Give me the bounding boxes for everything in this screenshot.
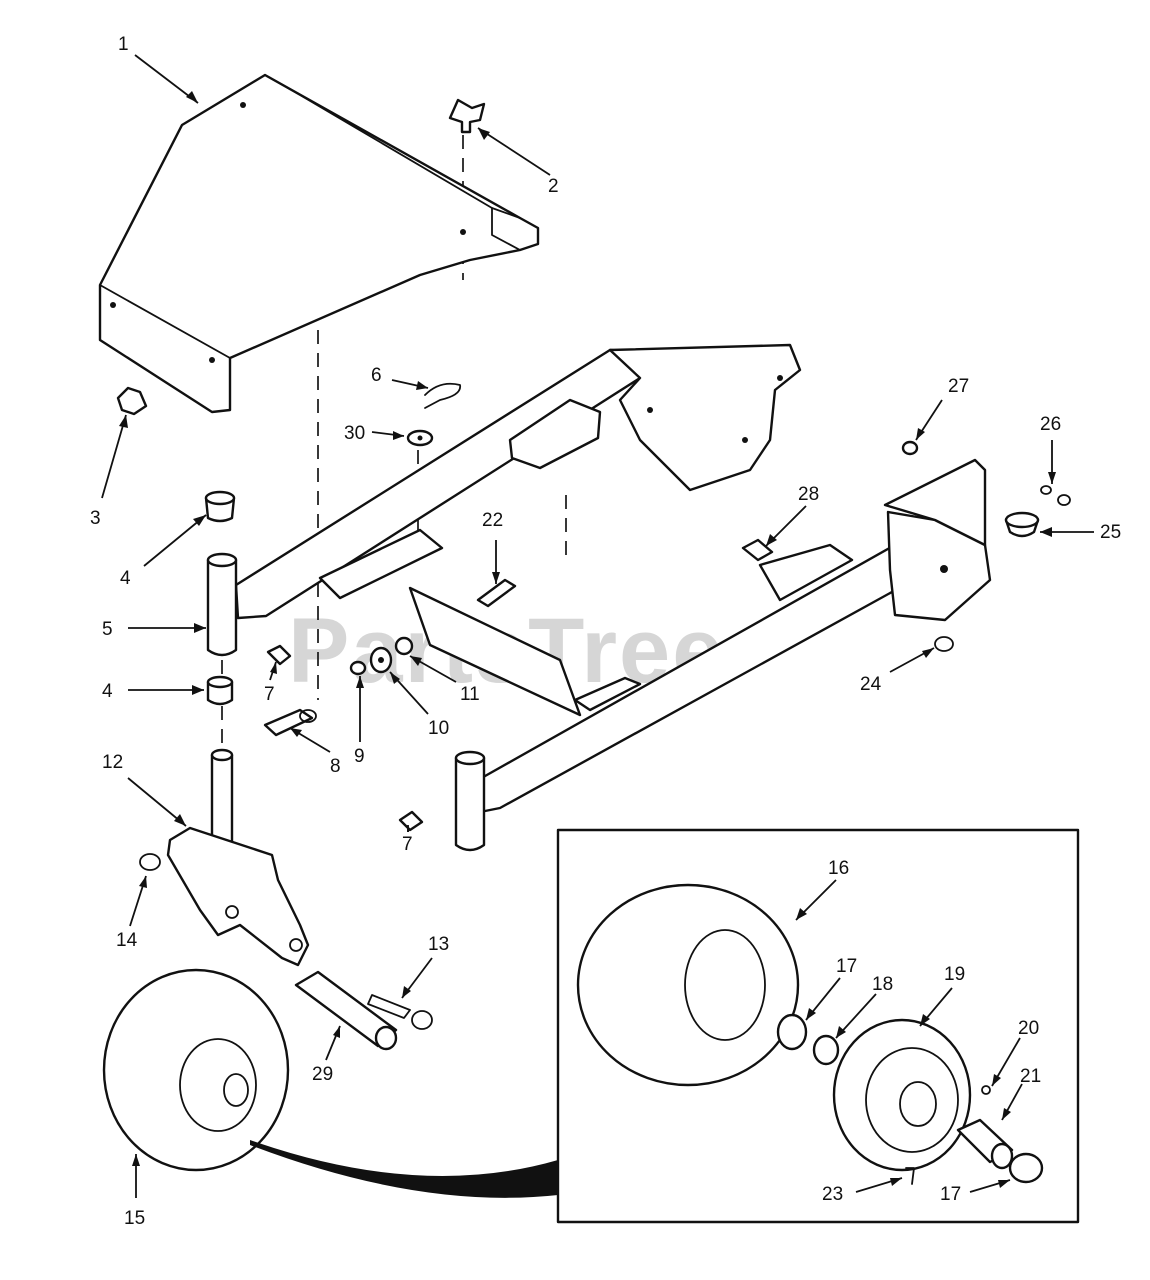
callout-27: 27	[948, 376, 969, 397]
callout-26: 26	[1040, 414, 1061, 435]
callout-5: 5	[102, 619, 113, 640]
small-hardware	[139, 382, 1071, 1030]
callout-16: 16	[828, 858, 849, 879]
caster-wheel	[102, 968, 290, 1172]
callout-12: 12	[102, 752, 123, 773]
callout-numbers: 1 2 3 4 5 4 6 30 7 8 9 10 11 7 22 27 26 …	[90, 34, 1121, 1229]
callout-18: 18	[872, 974, 893, 995]
wheel-detail-inset	[250, 828, 1080, 1224]
spindle-tube	[206, 552, 238, 657]
push-fastener	[116, 386, 148, 416]
callout-3: 3	[90, 508, 101, 529]
callout-1: 1	[118, 34, 129, 55]
callout-11: 11	[460, 684, 480, 705]
leader-lines	[101, 54, 1094, 1198]
callout-22: 22	[482, 510, 503, 531]
callout-6: 6	[371, 365, 382, 386]
callout-23: 23	[822, 1184, 843, 1205]
callout-25: 25	[1100, 522, 1121, 543]
callout-24: 24	[860, 674, 882, 695]
callout-8: 8	[330, 756, 341, 777]
callout-28: 28	[798, 484, 819, 505]
callout-10: 10	[428, 718, 449, 739]
callout-7-center: 7	[402, 834, 413, 855]
callout-13: 13	[428, 934, 449, 955]
callout-20: 20	[1018, 1018, 1039, 1039]
callout-2: 2	[548, 176, 559, 197]
callout-9: 9	[354, 746, 365, 767]
callout-14: 14	[116, 930, 138, 951]
wing-knob	[448, 98, 486, 134]
mower-frame	[234, 343, 992, 852]
caster-fork	[166, 748, 310, 967]
axle-spacer	[294, 970, 398, 1051]
callout-21: 21	[1020, 1066, 1041, 1087]
callout-17-top: 17	[836, 956, 857, 977]
callout-30: 30	[344, 423, 365, 444]
callout-15: 15	[124, 1208, 145, 1229]
callout-17-bottom: 17	[940, 1184, 961, 1205]
callout-19: 19	[944, 964, 965, 985]
callout-4-top: 4	[120, 568, 131, 589]
callout-7-left: 7	[264, 684, 275, 705]
bushings	[204, 490, 236, 706]
callout-29: 29	[312, 1064, 333, 1085]
deck-shield	[98, 73, 540, 414]
callout-4-bottom: 4	[102, 681, 113, 702]
